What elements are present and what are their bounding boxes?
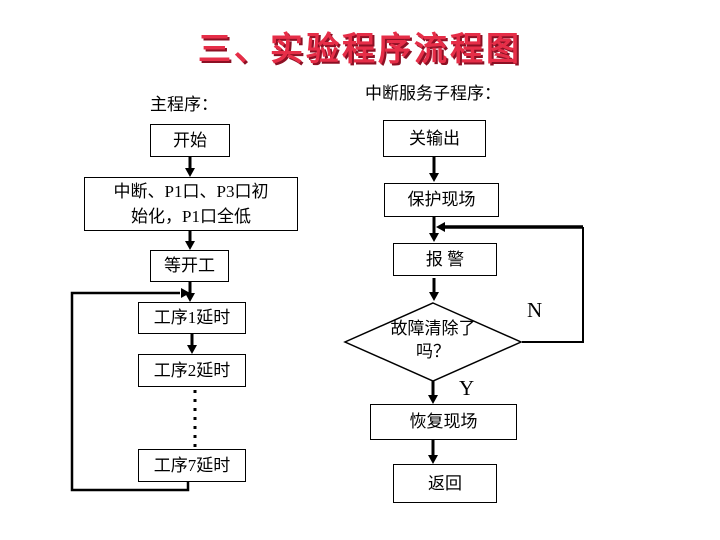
arrow-restore-to-return bbox=[428, 440, 438, 464]
arrow-decision-to-restore bbox=[428, 381, 438, 404]
arrow-init-to-wait bbox=[185, 231, 195, 250]
node-step2: 工序2延时 bbox=[138, 354, 246, 387]
arrow-start-to-init bbox=[185, 157, 195, 177]
branch-label-no: N bbox=[527, 298, 543, 322]
decision-text-line1: 故障清除了 bbox=[390, 319, 476, 338]
decision-text: 故障清除了 吗？ bbox=[353, 318, 513, 364]
decision-diamond bbox=[343, 302, 523, 382]
node-start: 开始 bbox=[150, 124, 230, 157]
loop-step7-back-to-step1 bbox=[70, 288, 190, 492]
arrow-step1-to-step2 bbox=[187, 334, 197, 354]
arrow-wait-to-step1 bbox=[185, 282, 195, 302]
loop-no-branch-back-to-alarm bbox=[436, 222, 584, 343]
page-title: 三、实验程序流程图 bbox=[198, 30, 522, 67]
branch-label-yes: Y bbox=[459, 376, 475, 400]
node-init-line1: 中断、P1口、P3口初 bbox=[113, 181, 269, 201]
node-init-line2: 始化，P1口全低 bbox=[131, 207, 251, 226]
node-step7: 工序7延时 bbox=[138, 449, 246, 482]
node-wait: 等开工 bbox=[150, 250, 229, 282]
arrow-protect-to-alarm bbox=[429, 217, 439, 242]
arrow-closeoutput-to-protect bbox=[429, 157, 439, 182]
node-init: 中断、P1口、P3口初 始化，P1口全低 bbox=[84, 177, 298, 231]
node-return: 返回 bbox=[393, 464, 497, 503]
node-close-output: 关输出 bbox=[383, 120, 486, 157]
node-alarm: 报 警 bbox=[393, 243, 497, 276]
node-restore: 恢复现场 bbox=[370, 404, 517, 440]
arrow-alarm-to-decision bbox=[429, 278, 439, 301]
decision-text-line2: 吗？ bbox=[416, 341, 450, 361]
isr-label: 中断服务子程序： bbox=[365, 84, 501, 103]
main-program-label: 主程序： bbox=[150, 95, 218, 114]
node-step1: 工序1延时 bbox=[138, 302, 246, 334]
node-protect: 保护现场 bbox=[384, 183, 499, 217]
